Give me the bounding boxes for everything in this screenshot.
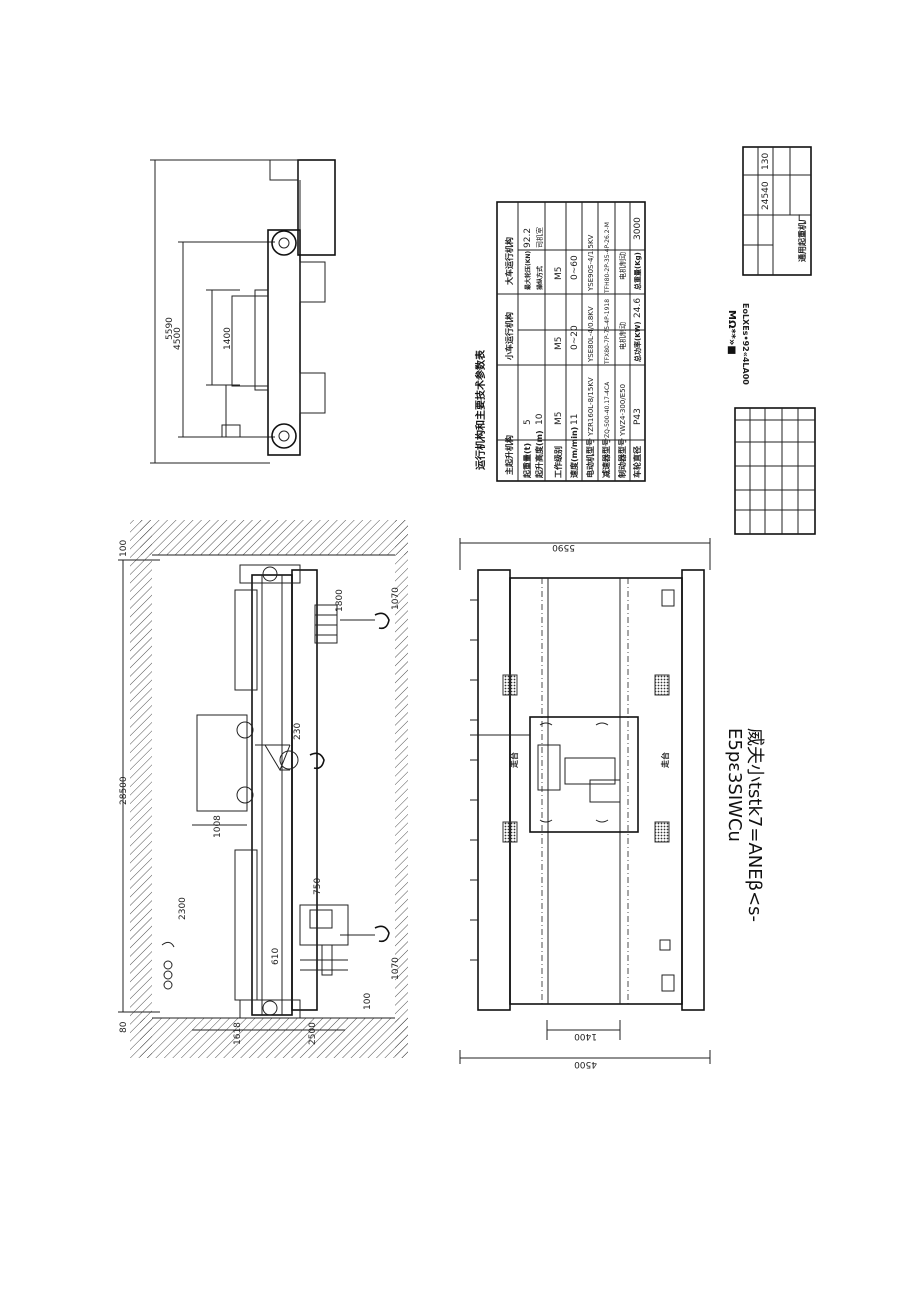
extra-label-1: 操纵方式 [536, 266, 544, 290]
row-value-6a: YWZ4-300/E50 [619, 384, 627, 437]
extra-value-1: 司机室 [535, 227, 544, 248]
row-value-5a: ZQ-500-40.17-4CA [604, 381, 611, 438]
row-value-3b: 0~20 [570, 325, 580, 350]
dim-rail-gap-b: 1070 [391, 957, 401, 980]
row-label-5: 减速器型号 [601, 438, 611, 478]
wheel-top [271, 230, 297, 256]
extra-label-2: 总功率(KW) [633, 321, 642, 362]
row-value-6c: 电机制动 [618, 252, 627, 280]
ocr-fragment-d: E5pε3SIWCu [724, 728, 745, 842]
dim-side-wheelbase: 4500 [173, 327, 183, 350]
row-value-6b: 电机制动 [618, 322, 627, 350]
plan-view: 5590 走台 走台 [459, 538, 711, 1069]
dim-plan-wheelbase: 4500 [574, 1059, 597, 1069]
extra-value-0: 92.2 [523, 228, 533, 248]
row-value-7: P43 [633, 408, 643, 425]
dim-230: 230 [293, 723, 303, 740]
dim-100: 100 [363, 993, 373, 1010]
title-block: 24540 130 通用起重机厂 [742, 146, 812, 276]
hook-lower [374, 925, 390, 943]
dim-bottom: 80 [119, 1021, 129, 1033]
extra-label-0: 最大轮压(KN) [524, 251, 532, 290]
extra-value-3: 3000 [633, 217, 643, 240]
dim-610: 610 [271, 948, 281, 965]
row-label-7: 车轮直径 [632, 446, 642, 478]
cab-side [297, 159, 336, 256]
group-hoist: 主起升机构 [504, 435, 514, 475]
row-label-2: 工作级别 [553, 446, 563, 478]
dim-1008: 1008 [213, 815, 223, 838]
row-value-4a: YZR160L-8/15KV [587, 377, 595, 437]
main-hook [309, 752, 325, 770]
row-label-3: 速度(m/min) [569, 427, 579, 478]
title-weight: 130 [761, 153, 771, 170]
row-label-6: 制动器型号 [617, 438, 627, 478]
end-carriage-left [477, 569, 511, 1011]
dim-span: 28500 [119, 776, 129, 805]
row-value-1: 10 [535, 413, 545, 425]
row-label-4: 电动机型号 [585, 438, 595, 478]
walkway-label-left: 走台 [509, 752, 519, 769]
dim-750: 750 [313, 878, 323, 895]
title-sheet-no: 24540 [761, 181, 771, 210]
row-value-2b: M5 [554, 337, 564, 351]
dim-2300: 2300 [178, 897, 188, 920]
row-value-3c: 0~60 [570, 255, 580, 280]
row-value-3a: 11 [570, 414, 580, 425]
dim-side-trolley: 1400 [223, 327, 233, 350]
trolley-plan [529, 716, 639, 833]
group-trolley: 小车运行机构 [504, 312, 514, 361]
dim-hook-top: 1800 [335, 589, 345, 612]
extra-value-2: 24.6 [633, 298, 643, 318]
row-value-5b: TFX80-7P-75-4P-1918 [604, 299, 611, 365]
group-bridge: 大车运行机构 [504, 237, 514, 285]
extra-label-3: 总重量(Kg) [633, 252, 642, 290]
end-carriage-side [267, 229, 301, 456]
title-company: 通用起重机厂 [797, 214, 807, 262]
row-label-1: 起升高度(m) [534, 430, 544, 479]
row-label-0: 起重量(t) [522, 443, 532, 479]
trolley-body [196, 714, 248, 812]
ocr-fragment-b: MΩ**»■ [726, 310, 737, 355]
spec-table-title: 运行机构和主要技术参数表 [474, 349, 487, 470]
dim-top: 100 [119, 540, 129, 557]
row-value-2c: M5 [554, 267, 564, 281]
elevation-view: 28500 100 80 1800 1070 1070 230 [118, 520, 408, 1058]
ocr-fragment-c: 威夫小tstk7=ANEβ<s- [744, 728, 765, 922]
dim-plan-total: 5590 [552, 542, 575, 552]
hook-upper [374, 612, 390, 630]
row-value-4b: YSE80L-4/0.8KV [587, 306, 595, 363]
end-carriage-right [681, 569, 705, 1011]
row-value-5c: TFH80-2P-35-4P-26.2-M [604, 222, 611, 294]
wheel-bottom [271, 423, 297, 449]
dim-1618: 1618 [233, 1022, 243, 1045]
operator-cab [299, 904, 349, 946]
dim-side-total: 5590 [165, 317, 175, 340]
dim-2500: 2500 [308, 1022, 318, 1045]
row-value-2a: M5 [554, 412, 564, 426]
ocr-fragment-a: EoLXEs•92«4LA00 [741, 303, 750, 385]
dim-rail-gap: 1070 [391, 587, 401, 610]
side-view: 5590 4500 1400 [150, 159, 336, 464]
revision-table [734, 407, 816, 535]
row-value-0: 5 [523, 419, 533, 425]
row-value-4c: YSE90S-4/1.5KV [587, 234, 595, 292]
dim-plan-inner: 1400 [574, 1031, 597, 1041]
spec-table: 运行机构和主要技术参数表 主起升机构 小车运行机构 大车运行机构 起重量(t) … [474, 201, 646, 482]
walkway-label-right: 走台 [660, 752, 670, 769]
bridge-deck [509, 577, 683, 1005]
